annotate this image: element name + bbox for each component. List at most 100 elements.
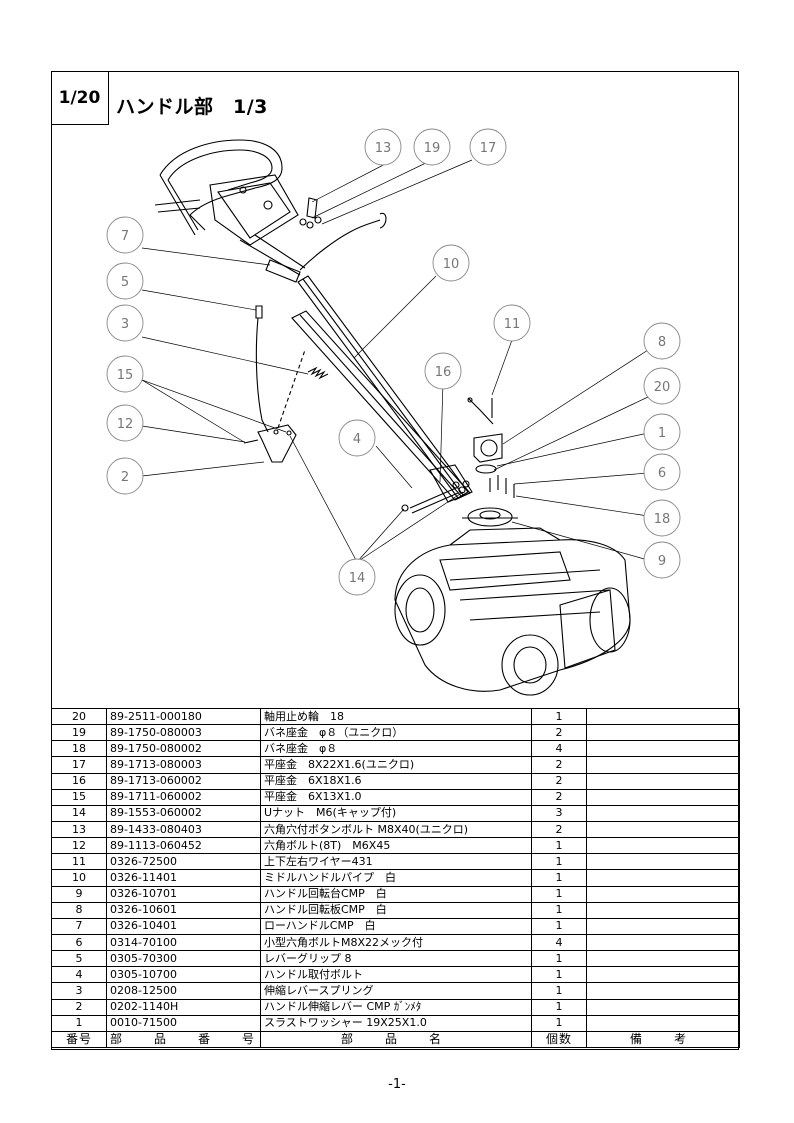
part-number: 0326-72500 bbox=[106, 853, 261, 871]
quantity: 2 bbox=[531, 756, 587, 774]
part-name: ハンドル伸縮レバー CMP ｶﾞﾝﾒﾀ bbox=[260, 998, 532, 1016]
callout-11: 11 bbox=[493, 304, 531, 342]
quantity: 1 bbox=[531, 837, 587, 855]
handle-drawing bbox=[154, 139, 631, 696]
row-number: 11 bbox=[51, 853, 107, 871]
part-number: 0010-71500 bbox=[106, 1014, 261, 1032]
quantity: 1 bbox=[531, 1014, 587, 1032]
row-number: 1 bbox=[51, 1014, 107, 1032]
svg-text:18: 18 bbox=[654, 512, 671, 527]
remarks bbox=[586, 982, 740, 1000]
part-number: 89-1750-080002 bbox=[106, 740, 261, 758]
part-name: 小型六角ボルトM8X22メック付 bbox=[260, 933, 532, 952]
remarks bbox=[586, 740, 740, 758]
page-title: ハンドル部 1/3 bbox=[116, 96, 268, 118]
row-number: 16 bbox=[51, 772, 107, 790]
row-number: 6 bbox=[51, 933, 107, 952]
callout-16: 16 bbox=[424, 352, 462, 390]
part-number: 0326-11401 bbox=[106, 869, 261, 887]
callout-9: 9 bbox=[643, 541, 681, 579]
svg-text:17: 17 bbox=[480, 141, 497, 156]
header-qty: 個数 bbox=[531, 1030, 587, 1048]
remarks bbox=[586, 837, 740, 855]
svg-text:11: 11 bbox=[504, 317, 521, 332]
part-number: 0305-70300 bbox=[106, 950, 261, 968]
row-number: 9 bbox=[51, 885, 107, 903]
callout-12: 12 bbox=[106, 404, 144, 442]
row-number: 19 bbox=[51, 724, 107, 742]
row-number: 5 bbox=[51, 950, 107, 968]
callout-15: 15 bbox=[106, 355, 144, 393]
svg-text:20: 20 bbox=[654, 380, 671, 395]
part-name: レバーグリップ 8 bbox=[260, 950, 532, 968]
part-number: 89-1433-080403 bbox=[106, 820, 261, 839]
page-footer: -1- bbox=[388, 1077, 406, 1092]
part-name: バネ座金 φ８ bbox=[260, 740, 532, 758]
quantity: 1 bbox=[531, 885, 587, 903]
remarks bbox=[586, 788, 740, 806]
part-name: 上下左右ワイヤー431 bbox=[260, 853, 532, 871]
svg-text:4: 4 bbox=[353, 432, 361, 447]
svg-text:14: 14 bbox=[349, 571, 366, 586]
part-name: ハンドル回転板CMP 白 bbox=[260, 901, 532, 919]
svg-text:1: 1 bbox=[658, 426, 666, 441]
quantity: 1 bbox=[531, 901, 587, 919]
callout-4: 4 bbox=[338, 419, 376, 457]
remarks bbox=[586, 853, 740, 871]
callout-5: 5 bbox=[106, 262, 144, 300]
svg-text:9: 9 bbox=[658, 554, 666, 569]
quantity: 3 bbox=[531, 804, 587, 822]
quantity: 2 bbox=[531, 820, 587, 839]
quantity: 2 bbox=[531, 724, 587, 742]
svg-text:10: 10 bbox=[443, 257, 460, 272]
part-name: ハンドル回転台CMP 白 bbox=[260, 885, 532, 903]
part-name: 平座金 6X13X1.0 bbox=[260, 788, 532, 806]
remarks bbox=[586, 869, 740, 887]
part-name: 六角ボルト(8T) M6X45 bbox=[260, 837, 532, 855]
svg-text:13: 13 bbox=[375, 141, 392, 156]
callout-19: 19 bbox=[413, 128, 451, 166]
row-number: 15 bbox=[51, 788, 107, 806]
remarks bbox=[586, 820, 740, 839]
callout-7: 7 bbox=[106, 216, 144, 254]
svg-text:15: 15 bbox=[117, 368, 134, 383]
row-number: 12 bbox=[51, 837, 107, 855]
remarks bbox=[586, 885, 740, 903]
part-number: 89-1713-080003 bbox=[106, 756, 261, 774]
part-name: 平座金 6X18X1.6 bbox=[260, 772, 532, 790]
part-name: 軸用止め輪 18 bbox=[260, 707, 532, 726]
part-name: ハンドル取付ボルト bbox=[260, 966, 532, 984]
header-part-no: 部 品 番 号 bbox=[106, 1030, 261, 1048]
header-no: 番号 bbox=[51, 1030, 107, 1048]
svg-text:12: 12 bbox=[117, 417, 134, 432]
part-number: 89-2511-000180 bbox=[106, 707, 261, 726]
part-name: 伸縮レバースプリング bbox=[260, 982, 532, 1000]
remarks bbox=[586, 901, 740, 919]
part-number: 0305-10700 bbox=[106, 966, 261, 984]
svg-text:19: 19 bbox=[424, 141, 441, 156]
svg-text:7: 7 bbox=[121, 229, 129, 244]
row-number: 4 bbox=[51, 966, 107, 984]
remarks bbox=[586, 950, 740, 968]
row-number: 7 bbox=[51, 917, 107, 935]
svg-text:6: 6 bbox=[658, 466, 666, 481]
header-remarks: 備 考 bbox=[586, 1030, 740, 1048]
callout-20: 20 bbox=[643, 367, 681, 405]
svg-text:16: 16 bbox=[435, 365, 452, 380]
callout-2: 2 bbox=[106, 457, 144, 495]
remarks bbox=[586, 1014, 740, 1032]
remarks bbox=[586, 966, 740, 984]
page-number-box: 1/20 bbox=[51, 71, 109, 125]
remarks bbox=[586, 724, 740, 742]
row-number: 17 bbox=[51, 756, 107, 774]
row-number: 20 bbox=[51, 707, 107, 726]
